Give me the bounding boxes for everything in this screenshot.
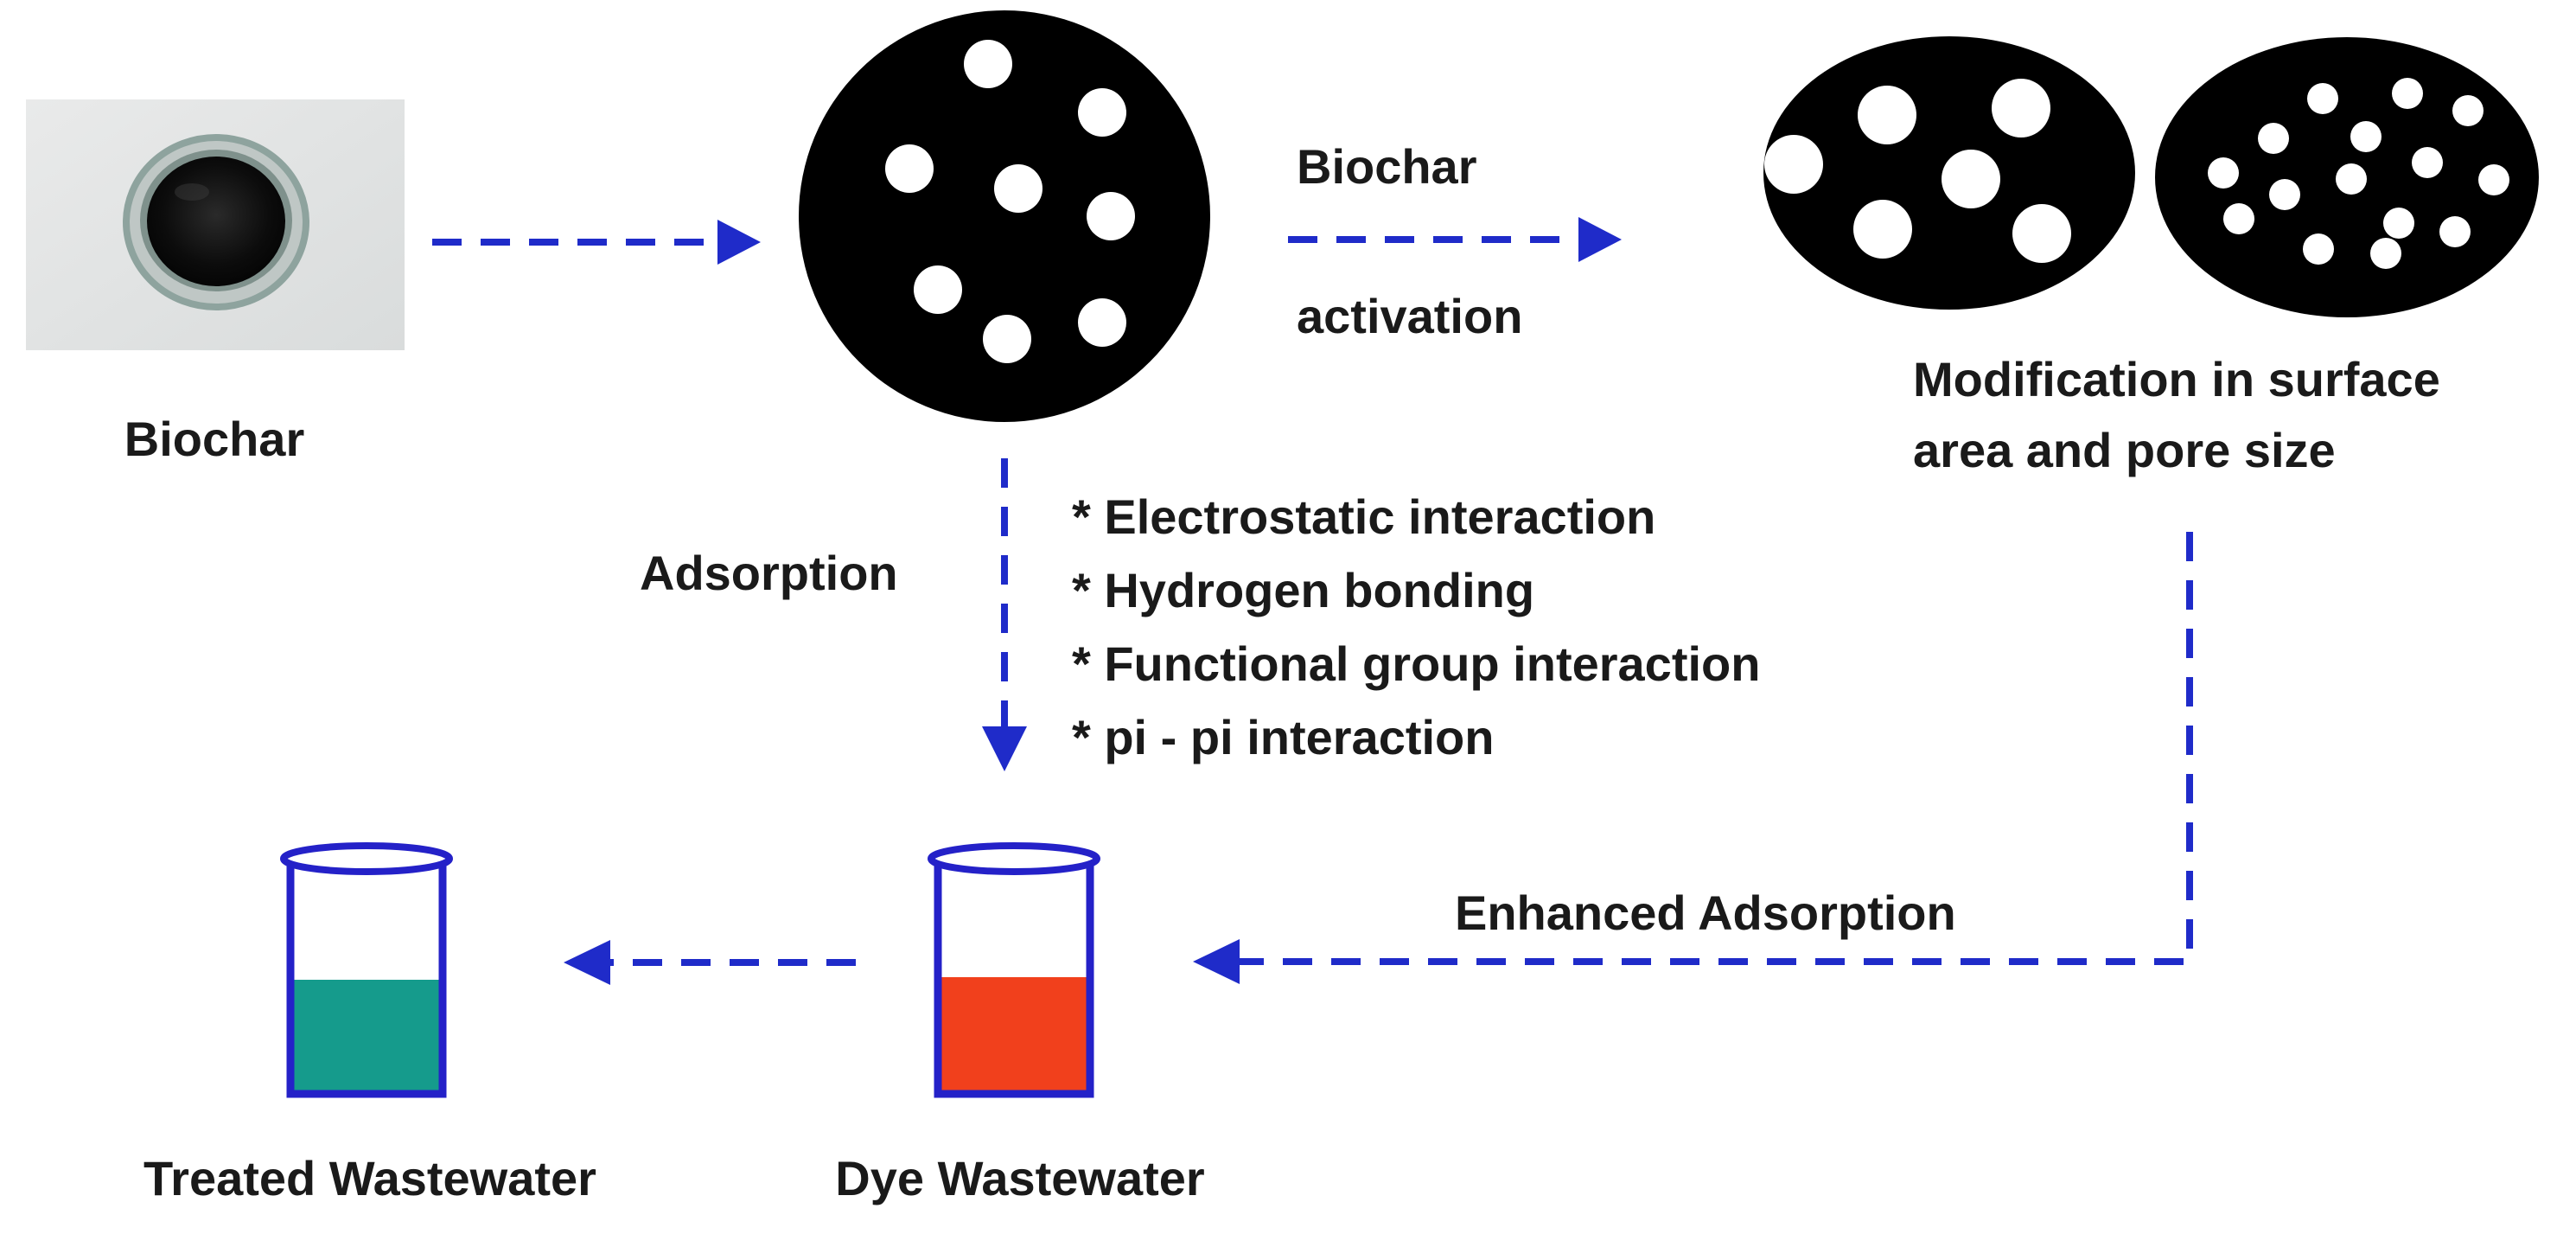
modification-label-line2: area and pore size (1913, 423, 2336, 477)
enhanced-adsorption-arrow (1193, 532, 2193, 984)
biochar-sample-photo (26, 99, 405, 350)
adsorption-arrow (982, 458, 1027, 771)
mechanism-item: * pi - pi interaction (1072, 710, 1494, 764)
biochar-particle (799, 10, 1210, 422)
mechanism-list: * Electrostatic interaction * Hydrogen b… (1072, 489, 1760, 764)
dye-wastewater-label: Dye Wastewater (835, 1151, 1204, 1205)
treated-wastewater-beaker (280, 842, 453, 1098)
activation-label-line2: activation (1297, 289, 1522, 343)
treated-wastewater-label: Treated Wastewater (143, 1151, 596, 1205)
mechanism-item: * Electrostatic interaction (1072, 489, 1655, 544)
mechanism-item: * Hydrogen bonding (1072, 563, 1534, 617)
dye-wastewater-beaker (928, 842, 1100, 1098)
activated-particle-large-pores (1763, 36, 2135, 310)
mechanism-item: * Functional group interaction (1072, 636, 1760, 691)
adsorption-label: Adsorption (640, 546, 898, 600)
treatment-arrow (564, 940, 856, 985)
arrow-to-particle (432, 220, 761, 265)
biochar-label: Biochar (124, 412, 305, 466)
activation-label-line1: Biochar (1297, 139, 1477, 194)
activation-arrow (1288, 217, 1622, 262)
modification-label-line1: Modification in surface (1913, 352, 2440, 406)
enhanced-adsorption-label: Enhanced Adsorption (1455, 886, 1956, 940)
activated-particle-small-pores (2155, 37, 2539, 317)
